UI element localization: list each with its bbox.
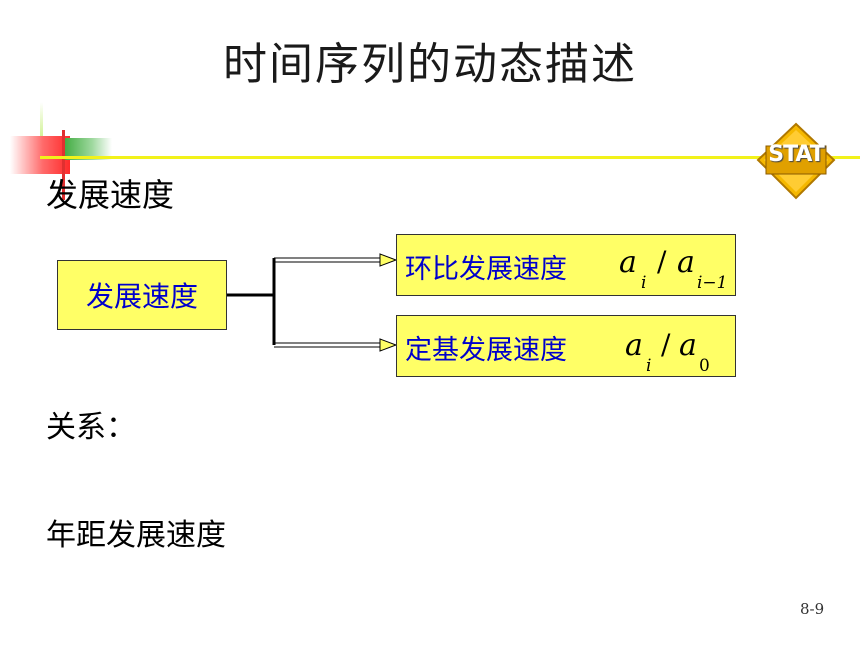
decorative-red-line (62, 130, 65, 200)
formula-denominator-sub: i−1 (697, 273, 728, 293)
decorative-green-block (62, 138, 112, 160)
branch-label: 定基发展速度 (405, 335, 567, 366)
section-heading: 发展速度 (46, 176, 175, 214)
branch-label: 环比发展速度 (405, 254, 567, 285)
formula-numerator: a (625, 328, 643, 363)
branch-box-chain: 环比发展速度 a i / a i−1 (396, 234, 736, 296)
formula-denominator: a (677, 245, 695, 280)
formula-numerator-sub: i (646, 356, 652, 376)
formula-denominator-sub: 0 (699, 356, 710, 376)
formula-numerator: a (619, 245, 637, 280)
relation-label: 关系： (46, 410, 136, 445)
page-number: 8-9 (800, 600, 825, 618)
formula-slash: / (657, 245, 667, 278)
annual-growth-label: 年距发展速度 (46, 518, 226, 553)
root-box-label: 发展速度 (85, 280, 198, 313)
stat-logo-text: STAT (768, 142, 824, 167)
formula-slash: / (661, 328, 671, 361)
slide-title: 时间序列的动态描述 (223, 39, 637, 90)
branch-box-fixed-base: 定基发展速度 a i / a 0 (396, 315, 736, 377)
accent-divider-line (40, 156, 860, 159)
decorative-bar-vertical (40, 102, 43, 146)
decorative-red-block (10, 136, 70, 174)
stat-logo-icon (756, 122, 836, 200)
root-box: 发展速度 (57, 260, 227, 330)
formula-numerator-sub: i (641, 273, 647, 293)
formula-denominator: a (679, 328, 697, 363)
